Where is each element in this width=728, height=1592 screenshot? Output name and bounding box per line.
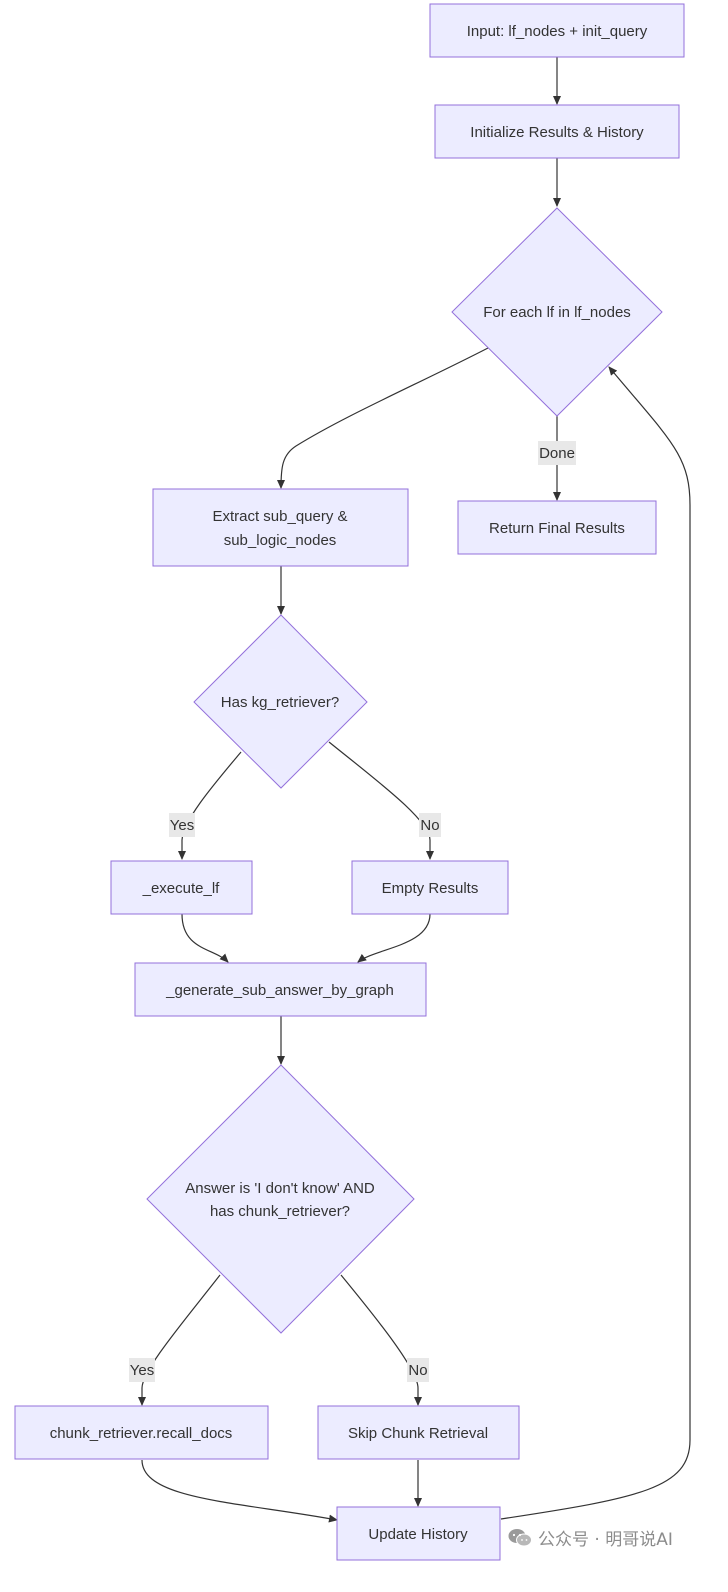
node-execute-lf: _execute_lf <box>110 860 253 915</box>
node-extract-label-line2: sub_logic_nodes <box>224 532 337 549</box>
edge-recall-to-update <box>141 1459 338 1523</box>
node-update-history: Update History <box>336 1506 501 1561</box>
node-init-label: Initialize Results & History <box>470 124 644 141</box>
edge-for-each-to-extract <box>277 347 489 489</box>
node-has-kg-label: Has kg_retriever? <box>221 694 339 711</box>
node-init: Initialize Results & History <box>434 104 680 159</box>
label-done-bg <box>538 441 576 465</box>
edge-update-loop-back <box>500 366 691 1520</box>
nodes: Input: lf_nodes + init_query Initialize … <box>14 3 685 1561</box>
node-answer-check-label-line1: Answer is 'I don't know' AND <box>185 1180 375 1197</box>
node-extract: Extract sub_query & sub_logic_nodes <box>152 488 409 567</box>
node-recall-docs: chunk_retriever.recall_docs <box>14 1405 269 1460</box>
node-has-kg: Has kg_retriever? <box>193 614 368 789</box>
node-input: Input: lf_nodes + init_query <box>429 3 685 58</box>
node-skip-chunk-label: Skip Chunk Retrieval <box>348 1425 488 1442</box>
node-return-final: Return Final Results <box>457 500 657 555</box>
edge-has-kg-yes <box>178 751 242 860</box>
label-done: Done <box>539 445 575 462</box>
label-kg-no: No <box>420 817 439 834</box>
node-recall-docs-label: chunk_retriever.recall_docs <box>50 1425 233 1442</box>
watermark: 公众号 · 明哥说AI <box>508 1525 673 1550</box>
node-answer-check-label-line2: has chunk_retriever? <box>210 1203 350 1220</box>
edge-labels: Done Yes No Yes No <box>129 441 576 1382</box>
edge-empty-to-generate <box>357 913 431 963</box>
node-update-history-label: Update History <box>368 1526 468 1543</box>
node-extract-label-line1: Extract sub_query & <box>212 508 347 525</box>
node-for-each-label: For each lf in lf_nodes <box>483 304 631 321</box>
label-answer-no-bg <box>407 1358 429 1382</box>
node-execute-lf-label: _execute_lf <box>142 880 221 897</box>
node-empty-results: Empty Results <box>351 860 509 915</box>
node-generate-label: _generate_sub_answer_by_graph <box>165 982 394 999</box>
label-kg-yes: Yes <box>170 817 194 834</box>
node-generate: _generate_sub_answer_by_graph <box>134 962 427 1017</box>
label-answer-yes-bg <box>129 1358 155 1382</box>
label-answer-no: No <box>408 1362 427 1379</box>
wechat-icon <box>508 1528 532 1548</box>
edge-execute-to-generate <box>181 913 229 963</box>
label-kg-yes-bg <box>169 813 195 837</box>
label-answer-yes: Yes <box>130 1362 154 1379</box>
watermark-text: 公众号 · 明哥说AI <box>538 1530 673 1550</box>
edge-has-kg-no <box>328 741 434 860</box>
node-input-label: Input: lf_nodes + init_query <box>467 23 648 40</box>
label-kg-no-bg <box>419 813 441 837</box>
edge-answer-no <box>340 1274 422 1406</box>
node-skip-chunk: Skip Chunk Retrieval <box>317 1405 520 1460</box>
node-empty-results-label: Empty Results <box>382 880 479 897</box>
node-for-each: For each lf in lf_nodes <box>451 207 663 417</box>
edge-answer-yes <box>138 1274 221 1406</box>
node-answer-check: Answer is 'I don't know' AND has chunk_r… <box>146 1064 415 1334</box>
edges <box>138 57 691 1523</box>
node-return-final-label: Return Final Results <box>489 520 625 537</box>
